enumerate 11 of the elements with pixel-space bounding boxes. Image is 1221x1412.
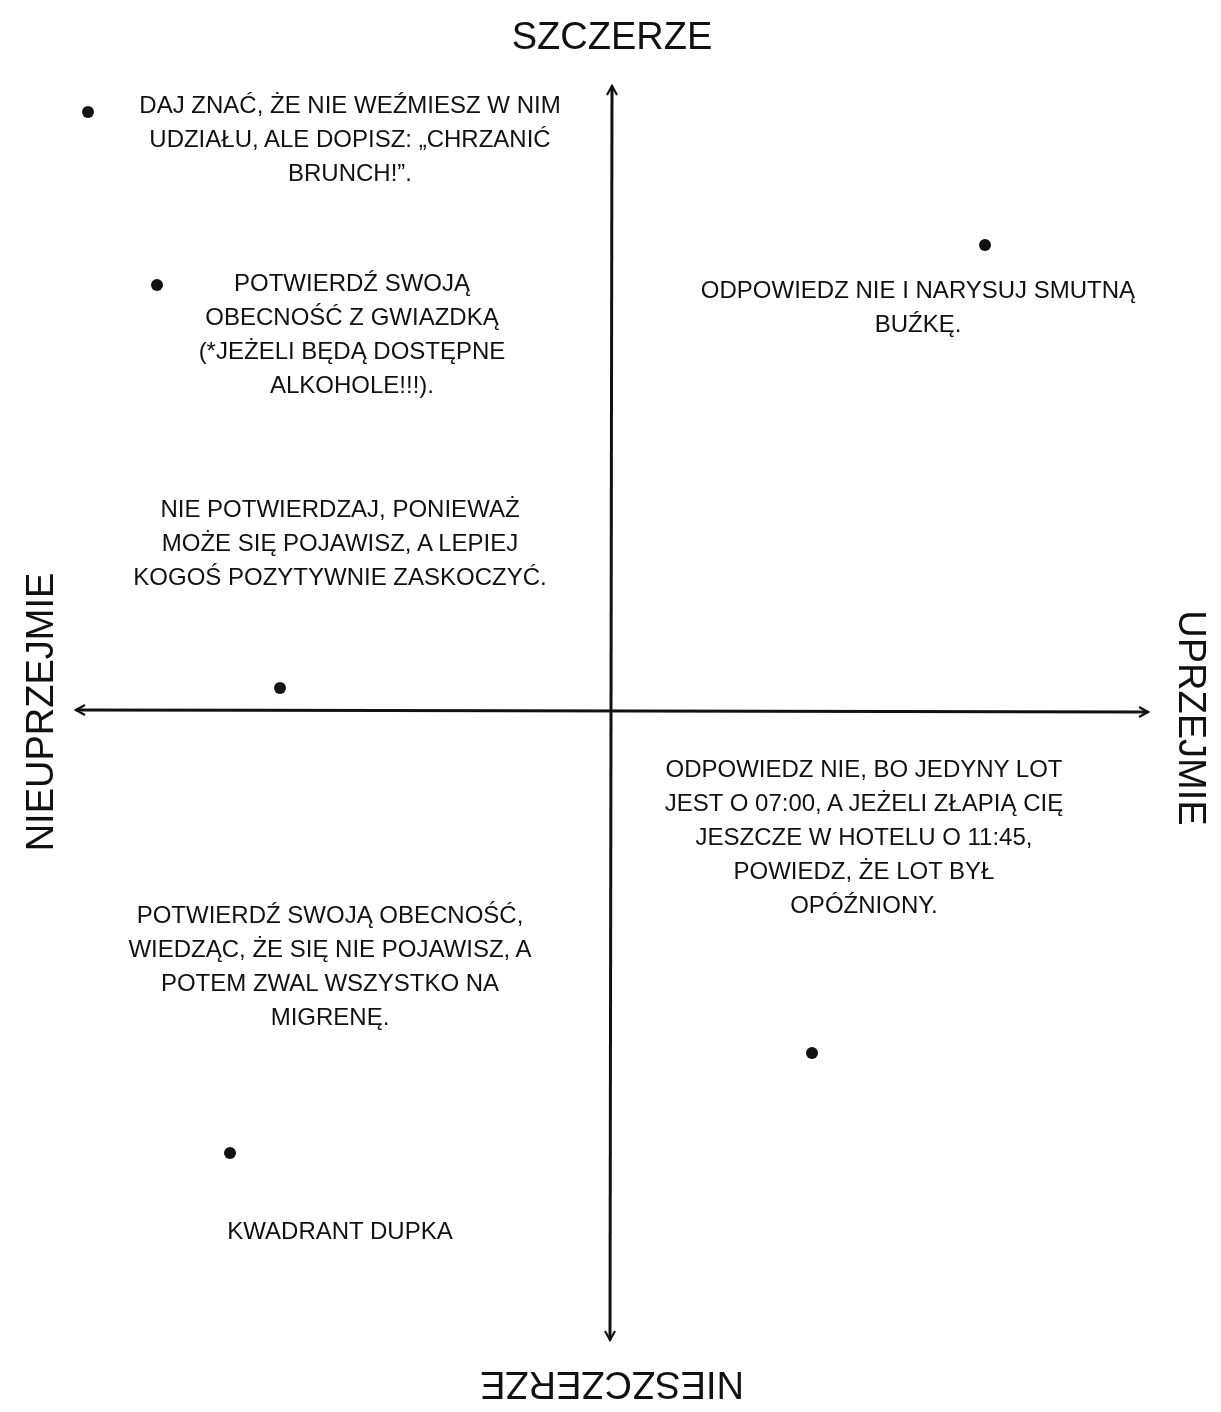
axis-label: UPRZEJMIE	[1173, 610, 1211, 826]
quadrant-note: POTWIERDŹ SWOJĄ OBECNOŚĆ Z GWIAZDKĄ (*JEŻELI BĘDĄ DOSTĘPNE ALKOHOLE!!!).	[197, 268, 507, 401]
quadrant-note: ODPOWIEDZ NIE I NARYSUJ SMUTNĄ BUŹKĘ.	[699, 275, 1137, 340]
quadrant-note: POTWIERDŹ SWOJĄ OBECNOŚĆ, WIEDZĄC, ŻE SIĘ NIE POJAWISZ, A POTEM ZWAL WSZYSTKO NA MIGRENĘ.	[127, 900, 533, 1033]
axis-label: SZCZERZE	[511, 17, 713, 55]
quadrant-note: ODPOWIEDZ NIE, BO JEDYNY LOT JEST O 07:00, A JEŻELI ZŁAPIĄ CIĘ JESZCZE W HOTELU O 11:45, POWIEDZ, ŻE LOT BYŁ OPÓŹNIONY.	[664, 754, 1064, 921]
axis-label: NIEUPRZEJMIE	[21, 572, 59, 852]
quadrant-note: DAJ ZNAĆ, ŻE NIE WEŹMIESZ W NIM UDZIAŁU, ALE DOPISZ: „CHRZANIĆ BRUNCH!”.	[138, 90, 562, 189]
axis-label: NIESZCZERZE	[480, 1366, 744, 1404]
quadrant-note: KWADRANT DUPKA	[226, 1216, 454, 1246]
quadrant-note: NIE POTWIERDZAJ, PONIEWAŻ MOŻE SIĘ POJAWISZ, A LEPIEJ KOGOŚ POZYTYWNIE ZASKOCZYĆ.	[132, 494, 548, 593]
